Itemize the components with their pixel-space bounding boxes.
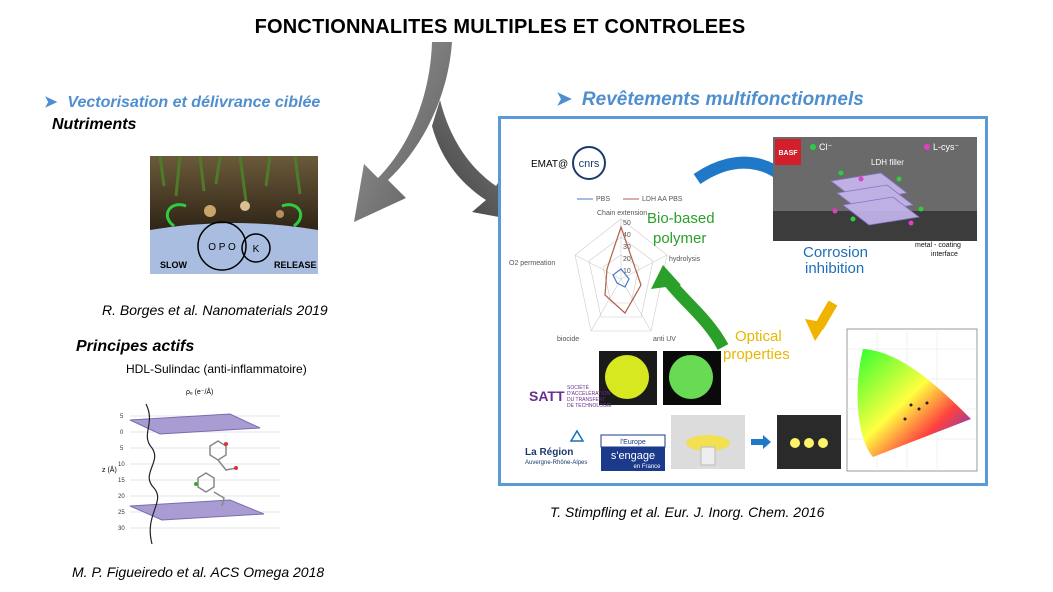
nutriments-citation: R. Borges et al. Nanomaterials 2019 — [102, 302, 328, 318]
z-tick: 15 — [118, 478, 125, 484]
hdl-sulindac-figure: ρₑ (e⁻/Å) z (Å) 5 0 5 10 15 20 25 30 — [102, 387, 280, 545]
release-label: RELEASE — [274, 260, 317, 270]
region-logo-sub: Auvergne-Rhône-Alpes — [525, 460, 587, 466]
satt-line: DE TECHNOLOGIE — [567, 403, 612, 409]
svg-text:O P O: O P O — [208, 242, 236, 253]
z-tick: 5 — [120, 446, 124, 452]
z-tick: 25 — [118, 510, 125, 516]
satt-line: D'ACCÉLÉRATION — [567, 390, 610, 397]
chevron-right-icon: ➤ — [556, 89, 572, 110]
ldh-filler-label: LDH filler — [871, 158, 904, 167]
radar-axis-label: O2 permeation — [509, 260, 555, 267]
radar-axis-label: biocide — [557, 336, 579, 343]
europe-logo-mid: s'engage — [611, 450, 655, 462]
z-tick: 10 — [118, 462, 125, 468]
interface-label-line1: metal - coating — [915, 242, 961, 249]
europe-logo-top: l'Europe — [620, 439, 646, 446]
left-section-heading: ➤ Vectorisation et délivrance ciblée — [44, 92, 320, 112]
right-section-heading: ➤ Revêtements multifonctionnels — [556, 88, 864, 111]
cie-chromaticity-area — [857, 349, 971, 457]
basf-logo-text: BASF — [778, 150, 798, 157]
hdl-sulindac-subtitle: HDL-Sulindac (anti-inflammatoire) — [126, 362, 307, 376]
radar-axis-label: hydrolysis — [669, 256, 701, 263]
z-axis-label: z (Å) — [102, 465, 117, 474]
lcys-label: L-cys⁻ — [933, 142, 960, 152]
principes-actifs-label: Principes actifs — [76, 338, 195, 355]
legend-pbs: PBS — [596, 196, 610, 203]
corrosion-label-line2: inhibition — [805, 260, 864, 277]
z-tick: 0 — [120, 430, 124, 436]
biobased-label-line2: polymer — [653, 230, 706, 247]
legend-ldh-aa-pbs: LDH AA PBS — [642, 196, 683, 203]
slow-label: SLOW — [160, 260, 188, 270]
actifs-citation: M. P. Figueiredo et al. ACS Omega 2018 — [72, 564, 325, 580]
cnrs-logo-text: cnrs — [579, 158, 600, 170]
biobased-label-line1: Bio-based — [647, 210, 715, 227]
nutriments-label: Nutriments — [52, 116, 137, 133]
z-tick: 5 — [120, 414, 124, 420]
radar-tick: 50 — [623, 220, 631, 227]
radar-tick: 10 — [623, 268, 631, 275]
coatings-panel: EMAT@ cnrs PBS LDH AA PBS 50 40 30 20 10… — [498, 116, 988, 486]
nutriments-image: O P O K SLOW RELEASE — [150, 156, 318, 274]
radar-tick: 40 — [623, 232, 631, 239]
chevron-right-icon: ➤ — [44, 94, 58, 111]
corrosion-label-line1: Corrosion — [803, 244, 868, 261]
region-logo-name: La Région — [525, 447, 573, 458]
page-title: FONCTIONNALITES MULTIPLES ET CONTROLEES — [254, 16, 746, 38]
z-tick: 30 — [118, 526, 125, 532]
density-axis-label: ρₑ (e⁻/Å) — [186, 387, 213, 396]
satt-line: DU TRANSFERT — [567, 397, 605, 403]
satt-logo-text: SATT — [529, 388, 565, 404]
emat-logo-text: EMAT@ — [531, 159, 568, 170]
satt-line: SOCIÉTÉ — [567, 384, 590, 391]
left-heading-text: Vectorisation et délivrance ciblée — [67, 94, 321, 111]
z-tick: 20 — [118, 494, 125, 500]
optical-label-line2: properties — [723, 346, 790, 363]
optical-label-line1: Optical — [735, 328, 782, 345]
radar-axis-label: Chain extension — [597, 210, 647, 217]
left-arrow — [354, 42, 452, 222]
chloride-label: Cl⁻ — [819, 142, 832, 152]
series-pbs — [612, 268, 630, 288]
europe-logo-bot: en France — [633, 464, 661, 470]
potassium-label: K — [253, 244, 260, 255]
coatings-illustration: EMAT@ cnrs PBS LDH AA PBS 50 40 30 20 10… — [509, 137, 978, 472]
radar-tick: 20 — [623, 256, 631, 263]
interface-label-line2: interface — [931, 251, 958, 258]
right-heading-text: Revêtements multifonctionnels — [581, 89, 864, 110]
arrow-right-icon — [751, 435, 771, 449]
radar-axis-label: anti UV — [653, 336, 676, 343]
radar-tick: 30 — [623, 244, 631, 251]
coatings-citation: T. Stimpfling et al. Eur. J. Inorg. Chem… — [550, 504, 825, 520]
series-ldh-aa-pbs — [604, 225, 642, 314]
